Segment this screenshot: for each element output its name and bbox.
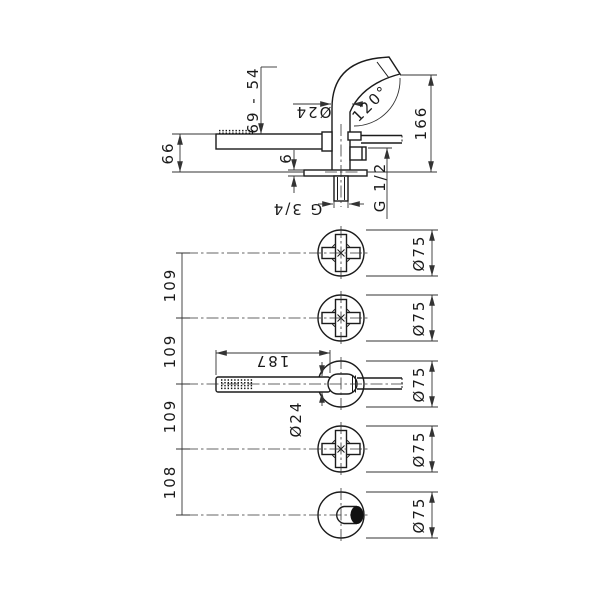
dim-6-label: 6 — [277, 152, 295, 164]
dim-phi24f-label: Ø24 — [287, 401, 305, 438]
holder-bar — [361, 134, 402, 144]
spout-profile — [331, 56, 402, 170]
handshower-wand-dots — [221, 379, 254, 390]
holder-collar — [347, 131, 362, 141]
dim-phi75-3-label: Ø75 — [410, 366, 428, 403]
handshower-wand — [215, 376, 331, 393]
dim-phi24-label: Ø24 — [295, 103, 332, 121]
outlet-port — [349, 146, 367, 161]
dim-69-54-label: 69 - 54 — [244, 66, 262, 133]
holder-bar-front — [357, 377, 402, 390]
dim-109-2-label: 109 — [161, 334, 179, 369]
dim-166-label: 166 — [412, 106, 430, 141]
front-centerlines — [186, 226, 404, 542]
dim-phi75-5-label: Ø75 — [410, 497, 428, 534]
dim-108-label: 108 — [161, 465, 179, 500]
handshower-unit: 187 Ø24 — [215, 350, 403, 438]
dim-g34-ext — [333, 201, 349, 208]
front-view: 187 Ø24 109 109 — [161, 226, 438, 542]
dim-109-1-label: 109 — [161, 268, 179, 303]
inlet-thread-lines — [337, 177, 345, 200]
handshower-clamp — [321, 131, 333, 152]
handshower-spray-dots — [219, 129, 253, 134]
dim-187-label: 187 — [255, 352, 290, 370]
dim-phi75-1-label: Ø75 — [410, 235, 428, 272]
dim-phi75-4-label: Ø75 — [410, 431, 428, 468]
dim-120-arc — [353, 77, 401, 127]
handshower-profile — [215, 133, 329, 150]
dim-g34-label: G 3/4 — [272, 200, 323, 218]
dim-g12-label: G 1/2 — [371, 162, 389, 213]
wall-plate — [303, 169, 368, 177]
rosette-dimensions: Ø75 Ø75 Ø75 Ø75 Ø75 — [366, 229, 438, 539]
side-centerline — [325, 124, 359, 207]
spout-seam — [376, 61, 390, 79]
dim-phi75-2-label: Ø75 — [410, 300, 428, 337]
spacing-dimensions: 109 109 109 108 — [161, 252, 190, 516]
dim-109-3-label: 109 — [161, 399, 179, 434]
spout-mouth — [350, 506, 364, 524]
dim-66-label: 66 — [159, 141, 177, 164]
